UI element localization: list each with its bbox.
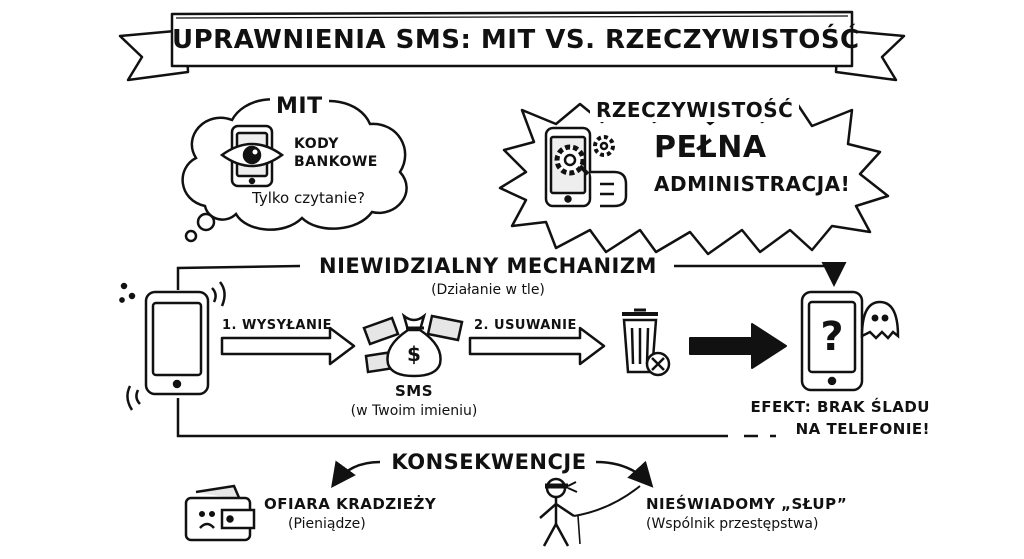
sms-caption: (w Twoim imieniu) [350, 403, 478, 419]
victim-caption: (Pieniądze) [288, 516, 366, 532]
myth-caption: Tylko czytanie? [252, 189, 365, 207]
effect-line1: EFEKT: BRAK ŚLADU [750, 398, 930, 416]
eye-phone-icon [219, 124, 285, 188]
mechanism-title: NIEWIDZIALNY MECHANIZM [319, 254, 657, 278]
result-arrow [689, 323, 787, 369]
consequences-title: KONSEKWENCJE [391, 450, 587, 474]
reality-heading: RZECZYWISTOŚĆ [590, 98, 800, 122]
money-bag-icon [362, 312, 464, 378]
title-banner [118, 10, 906, 82]
sad-wallet-icon [184, 484, 256, 542]
consequence-arrows [331, 460, 654, 489]
send-arrow [220, 326, 356, 366]
mule-figure-icon [539, 477, 641, 547]
effect-line2: NA TELEFONIE! [795, 420, 930, 438]
myth-label-line2: BANKOWE [294, 154, 378, 170]
victim-title: OFIARA KRADZIEŻY [264, 495, 437, 513]
step-send-label: 1. WYSYŁANIE [222, 318, 333, 333]
myth-cloud [181, 98, 408, 243]
reality-line1: PEŁNA [654, 130, 767, 165]
question-mark-icon: ? [820, 314, 843, 360]
mule-title: NIEŚWIADOMY „SŁUP” [646, 495, 848, 513]
ghost-icon [860, 300, 900, 340]
gear-phone-robot-hand-icon [544, 126, 628, 208]
trash-can-icon [622, 308, 671, 377]
myth-heading: MIT [270, 94, 329, 119]
mechanism-subtitle: (Działanie w tle) [431, 282, 545, 298]
step-delete-label: 2. USUWANIE [474, 318, 577, 333]
dollar-sign-icon: $ [407, 342, 421, 366]
mechanism-loop [176, 262, 847, 438]
empty-phone-icon [800, 290, 864, 392]
mule-caption: (Wspólnik przestępstwa) [646, 516, 819, 532]
sender-phone-icon [119, 281, 226, 411]
sms-label: SMS [394, 382, 434, 400]
myth-label-line1: KODY [294, 136, 339, 152]
page-title: UPRAWNIENIA SMS: MIT VS. RZECZYWISTOŚĆ [172, 25, 860, 55]
reality-line2: ADMINISTRACJA! [654, 172, 851, 196]
delete-arrow [468, 326, 606, 366]
